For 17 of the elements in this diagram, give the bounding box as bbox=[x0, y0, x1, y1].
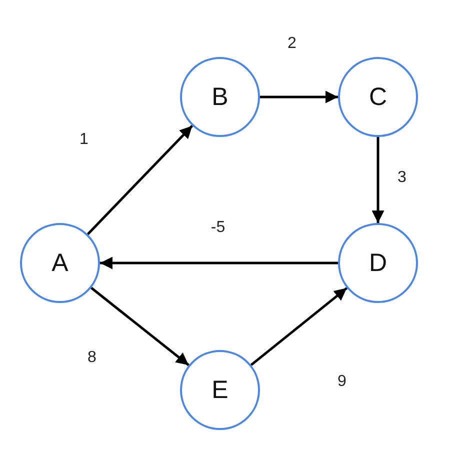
arrow bbox=[250, 287, 348, 366]
arrow bbox=[260, 90, 338, 104]
edge-label: 8 bbox=[88, 349, 96, 367]
node-label: D bbox=[368, 248, 388, 278]
edge-label: -5 bbox=[210, 219, 226, 237]
edge-label: 3 bbox=[398, 169, 406, 187]
node-label: C bbox=[368, 82, 388, 112]
arrow bbox=[372, 137, 384, 223]
node-label: E bbox=[212, 376, 228, 404]
node-label: B bbox=[212, 82, 228, 112]
arrow bbox=[100, 256, 338, 270]
edge-label: 2 bbox=[288, 35, 296, 53]
edge-label: 1 bbox=[80, 131, 88, 149]
node-label: A bbox=[52, 248, 68, 278]
arrow bbox=[86, 124, 194, 236]
edge-label: 9 bbox=[338, 373, 346, 391]
arrow bbox=[90, 286, 190, 366]
